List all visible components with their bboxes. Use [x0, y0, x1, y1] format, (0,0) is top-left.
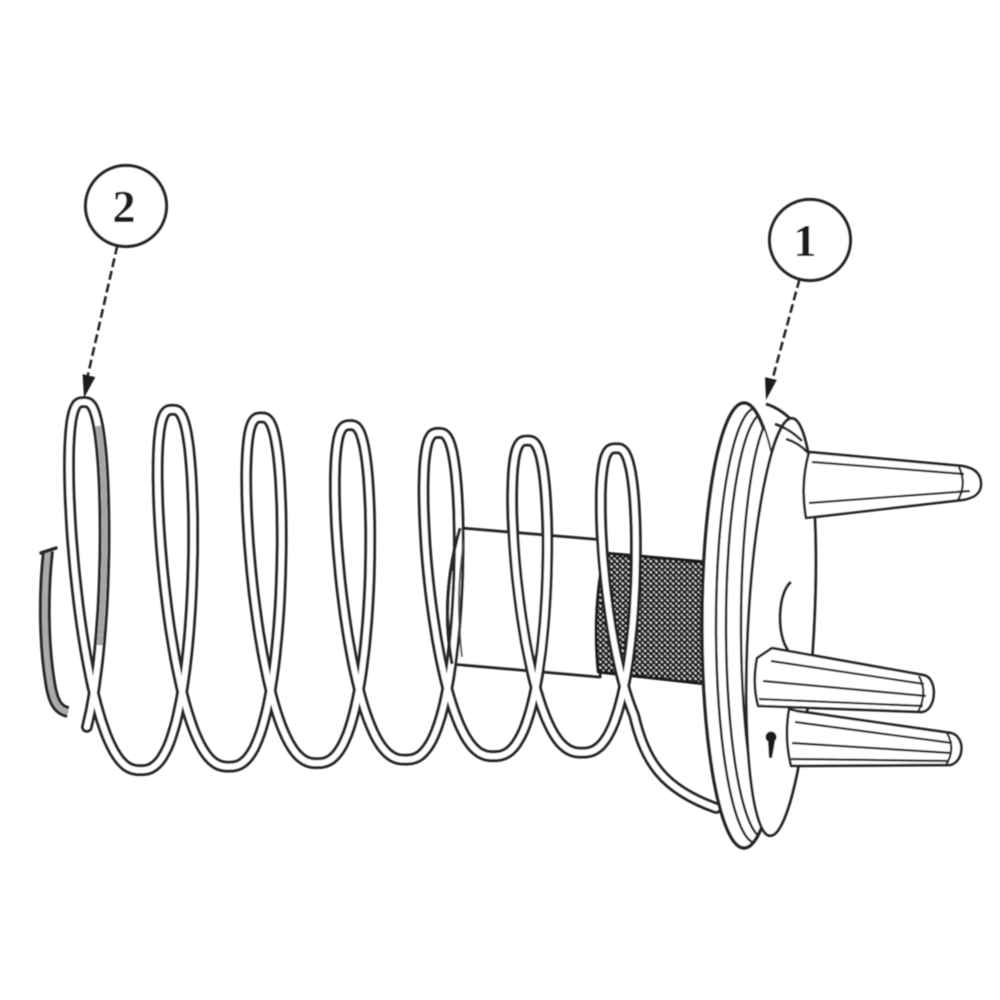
svg-text:1: 1 [794, 215, 817, 266]
svg-text:2: 2 [113, 181, 136, 232]
